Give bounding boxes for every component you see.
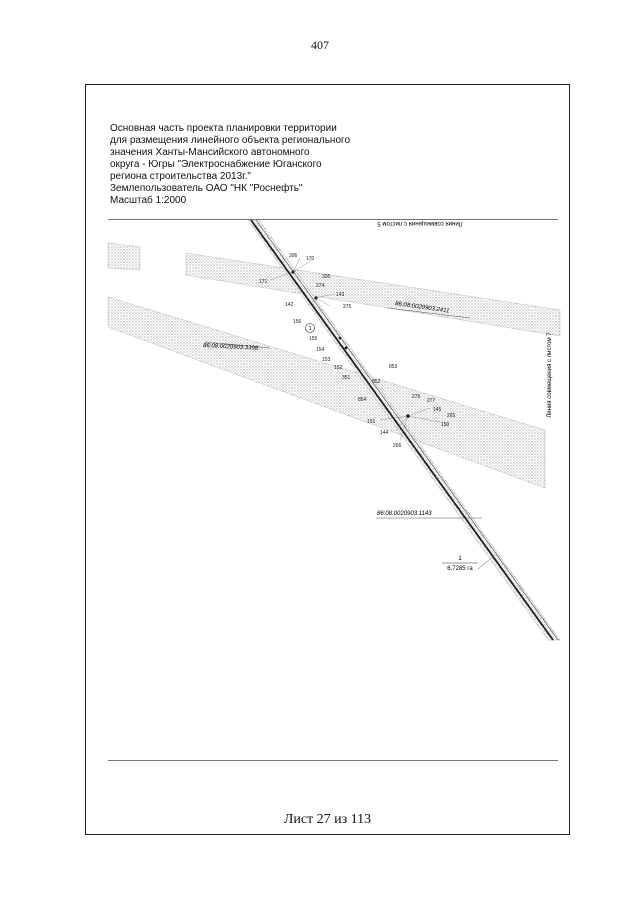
title-line: региона строительства 2013г." — [110, 171, 251, 182]
drawing-sheet-frame — [85, 84, 570, 835]
point-label: 152 — [334, 365, 343, 371]
circle-marker — [305, 323, 315, 333]
survey-point-rays — [269, 257, 441, 441]
point-label: 852 — [372, 379, 381, 385]
parcel-label-leader — [387, 307, 471, 319]
title-line: Основная часть проекта планировки террит… — [110, 123, 337, 134]
point-label: 265 — [447, 413, 456, 419]
sheet-number-label: Лист 27 из 113 — [283, 812, 372, 827]
title-line: Масштаб 1:2000 — [110, 195, 187, 206]
point-label: 171 — [259, 279, 268, 285]
page-number: 407 — [311, 38, 329, 52]
parcel-band-lower — [107, 296, 546, 489]
point-label: 276 — [412, 394, 421, 400]
parcel-label-leader — [204, 341, 271, 349]
point-label: 170 — [306, 256, 315, 262]
matchline-top-label: Линия совмещения с листом 5 — [377, 220, 463, 226]
point-label: 853 — [389, 364, 398, 370]
point-label: 266 — [393, 443, 402, 449]
drawing-title-block: Основная часть проекта планировки террит… — [110, 123, 380, 207]
parcel-label: 86:08:0020903:1143 — [377, 511, 432, 517]
parcel-label: 86:08:0020903:3398 — [203, 343, 259, 352]
circle-marker-label: 1 — [309, 326, 312, 332]
top-divider-line — [108, 219, 558, 220]
bottom-divider-line — [108, 760, 558, 761]
title-line: округа - Югры "Электроснабжение Юганског… — [110, 159, 322, 170]
survey-map: Линия совмещения с листом 5 Линия совмещ… — [107, 219, 561, 641]
point-label: 154 — [316, 347, 325, 353]
area-callout-leader — [477, 554, 496, 570]
point-label: 277 — [427, 398, 436, 404]
point-label: 145 — [433, 407, 442, 413]
area-value: 6,7285 га — [447, 566, 473, 572]
point-label: 155 — [309, 336, 318, 342]
point-label: 274 — [316, 283, 325, 289]
linear-object-edge — [255, 219, 559, 641]
point-label: 305 — [322, 274, 331, 280]
point-label: 144 — [380, 430, 389, 436]
parcel-band-upper — [107, 242, 141, 271]
point-label: 150 — [441, 422, 450, 428]
point-label: 351 — [342, 375, 351, 381]
title-line: Землепользователь ОАО "НК "Роснефть" — [110, 183, 303, 194]
point-label: 306 — [289, 253, 298, 259]
title-line: значения Ханты-Мансийского автономного — [110, 147, 310, 158]
point-label: 142 — [285, 302, 294, 308]
point-label: 156 — [293, 319, 302, 325]
area-number: 1 — [458, 556, 462, 562]
linear-object-axis — [250, 219, 554, 641]
point-label: 143 — [336, 292, 345, 298]
title-line: для размещения линейного объекта региона… — [110, 135, 350, 146]
point-label: 151 — [367, 419, 376, 425]
point-label: 153 — [322, 357, 331, 363]
point-label: 275 — [343, 304, 352, 310]
matchline-right-label: Линия совмещения с листом 7 — [547, 332, 553, 418]
survey-points — [291, 270, 410, 418]
parcel-band-upper — [185, 252, 561, 337]
point-label: 854 — [358, 397, 367, 403]
